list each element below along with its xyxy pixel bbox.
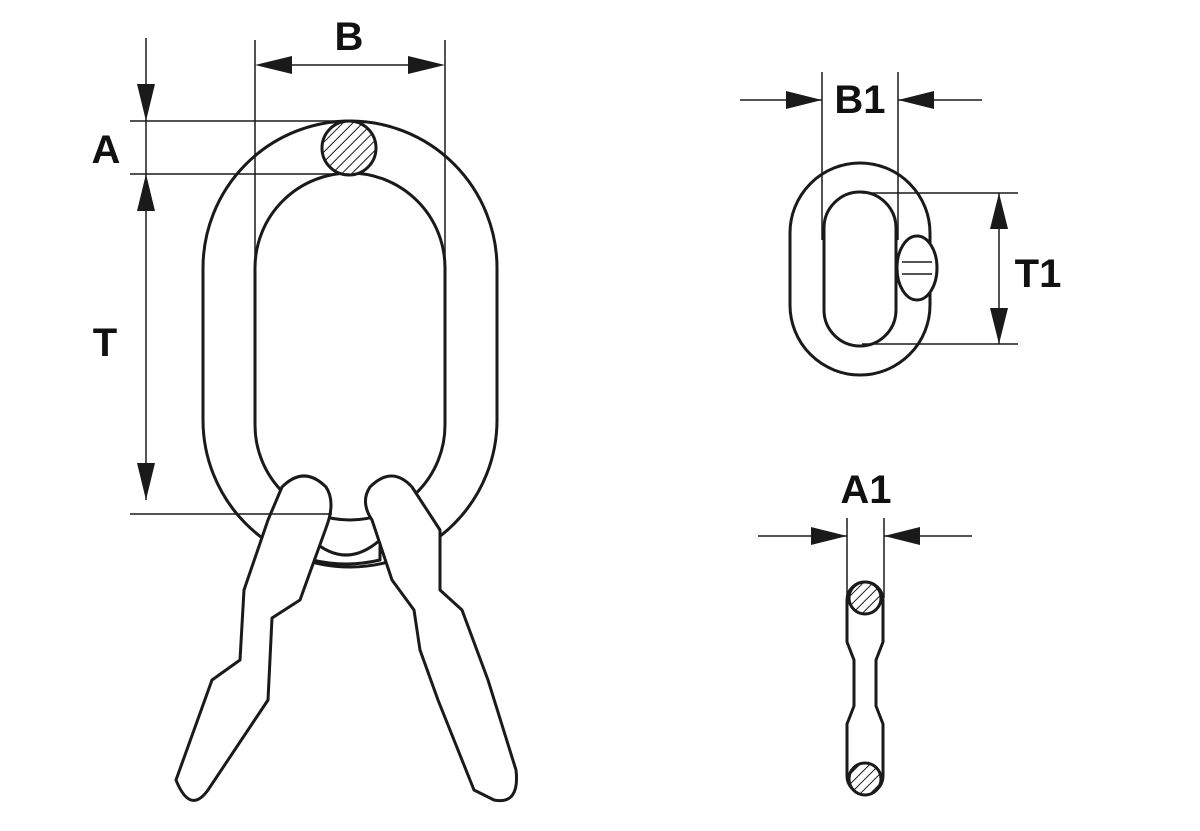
dimension-label-t: T bbox=[93, 321, 117, 365]
intermediate-links bbox=[174, 474, 519, 803]
connector-link-side-view bbox=[845, 580, 885, 797]
dimension-label-t1: T1 bbox=[1015, 252, 1062, 296]
right-intermediate-link bbox=[364, 474, 519, 803]
connector-inner-opening bbox=[822, 190, 898, 348]
dimension-label-a: A bbox=[92, 128, 121, 172]
dimension-label-a1: A1 bbox=[840, 468, 891, 512]
dimension-lines-connector bbox=[740, 72, 1018, 345]
dimension-label-b: B bbox=[335, 15, 364, 59]
link-bottom-bridge bbox=[310, 538, 382, 566]
connector-pin-icon bbox=[895, 234, 939, 302]
connector-link-front-view bbox=[788, 161, 939, 377]
dimension-label-b1: B1 bbox=[834, 78, 885, 122]
master-link-front-view bbox=[201, 119, 499, 569]
dimension-lines-side bbox=[758, 518, 972, 598]
dimension-lines-main bbox=[130, 38, 446, 515]
connector-bottom-cross-section bbox=[847, 761, 883, 797]
left-intermediate-link bbox=[174, 474, 333, 802]
master-link-outer-contour bbox=[201, 119, 499, 569]
master-link-cross-section bbox=[320, 119, 378, 177]
connector-top-cross-section bbox=[847, 580, 883, 616]
